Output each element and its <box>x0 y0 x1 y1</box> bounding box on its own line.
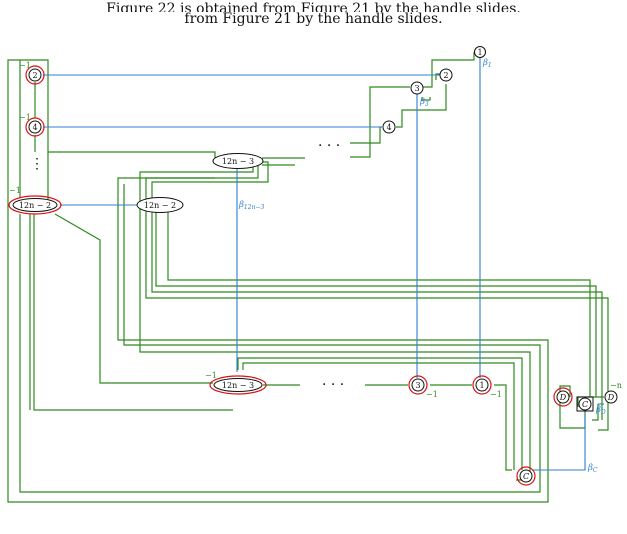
green-nested-1 <box>139 164 531 481</box>
node-3-right: 3 <box>410 81 424 95</box>
blue-curves <box>43 57 604 471</box>
svg-text:4: 4 <box>386 123 391 132</box>
ellipsis-top: · · · <box>318 138 340 154</box>
node-1-bottom: 1 <box>472 375 492 395</box>
node-4-left: 4 <box>25 117 45 137</box>
svg-text:−1: −1 <box>426 390 438 399</box>
green-stair-6 <box>422 52 475 88</box>
node-3-bottom: 3 <box>408 375 428 395</box>
green-loop-2 <box>19 184 541 493</box>
svg-text:C: C <box>582 400 588 409</box>
node-C-bottom: C <box>516 466 536 486</box>
green-stair-3 <box>350 86 410 158</box>
svg-text:C: C <box>523 472 529 481</box>
svg-text:−1: −1 <box>205 371 217 380</box>
green-curves <box>7 52 609 503</box>
green-nested-5 <box>167 212 591 397</box>
svg-text:−1: −1 <box>490 390 502 399</box>
beta-labels: β1 β3 β12n−3 βD βC <box>238 58 606 474</box>
framing-labels: −1 −1 −1 −1 −1 −1 −n <box>9 61 622 399</box>
ellipsis-vertical: ⋮ <box>30 156 44 172</box>
caption-line-2: from Figure 21 by the handle slides. <box>184 11 443 27</box>
svg-text:−n: −n <box>610 381 622 390</box>
svg-text:3: 3 <box>414 84 419 93</box>
green-stair-4 <box>350 126 382 144</box>
svg-text:β3: β3 <box>419 97 429 108</box>
green-loop-4 <box>54 213 213 384</box>
svg-text:βC: βC <box>587 463 598 474</box>
node-12n3-bottom: 12n − 3 <box>209 375 267 395</box>
green-12n3-up-2 <box>242 362 515 470</box>
green-1-to-C <box>494 384 512 471</box>
svg-text:1: 1 <box>479 381 484 390</box>
green-D-box-right <box>592 404 599 421</box>
blue-betaC <box>533 414 586 471</box>
node-D-left: D <box>553 387 573 407</box>
svg-text:−1: −1 <box>19 113 31 122</box>
svg-text:4: 4 <box>32 123 37 132</box>
svg-text:D: D <box>607 393 615 402</box>
svg-text:12n − 2: 12n − 2 <box>144 201 176 210</box>
ellipsis-bottom: · · · <box>322 377 344 393</box>
green-stair-8 <box>435 73 440 80</box>
node-4-right: 4 <box>382 120 396 134</box>
node-12n2-left: 12n − 2 <box>8 195 62 215</box>
green-12n3-up-1 <box>237 357 523 470</box>
svg-text:β12n−3: β12n−3 <box>238 200 264 211</box>
green-stair-7 <box>421 97 431 101</box>
svg-text:βD: βD <box>595 405 606 416</box>
node-12n3-top: 12n − 3 <box>212 153 264 169</box>
green-nested-3 <box>151 161 603 420</box>
svg-text:12n − 3: 12n − 3 <box>222 157 254 166</box>
green-loop-3 <box>33 214 233 411</box>
svg-text:12n − 3: 12n − 3 <box>222 381 254 390</box>
green-stair-left <box>47 151 216 158</box>
caption-line-top-clipped: Figure 22 is obtained from Figure 21 by … <box>106 1 521 12</box>
node-D-right: D <box>604 390 618 404</box>
node-1-top: 1 <box>474 46 486 58</box>
svg-text:2: 2 <box>32 71 37 80</box>
svg-text:−1: −1 <box>9 186 21 195</box>
svg-text:1: 1 <box>477 48 482 57</box>
green-outer-loop <box>7 59 549 503</box>
green-nested-4 <box>155 212 597 397</box>
green-stair-5 <box>396 84 447 128</box>
node-12n2-mid: 12n − 2 <box>136 197 184 213</box>
svg-text:D: D <box>559 393 567 402</box>
node-C-mid: C <box>576 396 594 412</box>
green-left-frame-top <box>20 59 49 205</box>
green-nested-2 <box>145 164 609 431</box>
node-2-right: 2 <box>439 68 453 82</box>
svg-text:2: 2 <box>443 71 448 80</box>
svg-text:12n − 2: 12n − 2 <box>19 201 51 210</box>
svg-text:−1: −1 <box>19 61 31 70</box>
node-2-left: 2 <box>25 65 45 85</box>
svg-text:β1: β1 <box>482 58 492 69</box>
svg-text:3: 3 <box>415 381 420 390</box>
figure-caption: Figure 22 is obtained from Figure 21 by … <box>0 1 627 27</box>
